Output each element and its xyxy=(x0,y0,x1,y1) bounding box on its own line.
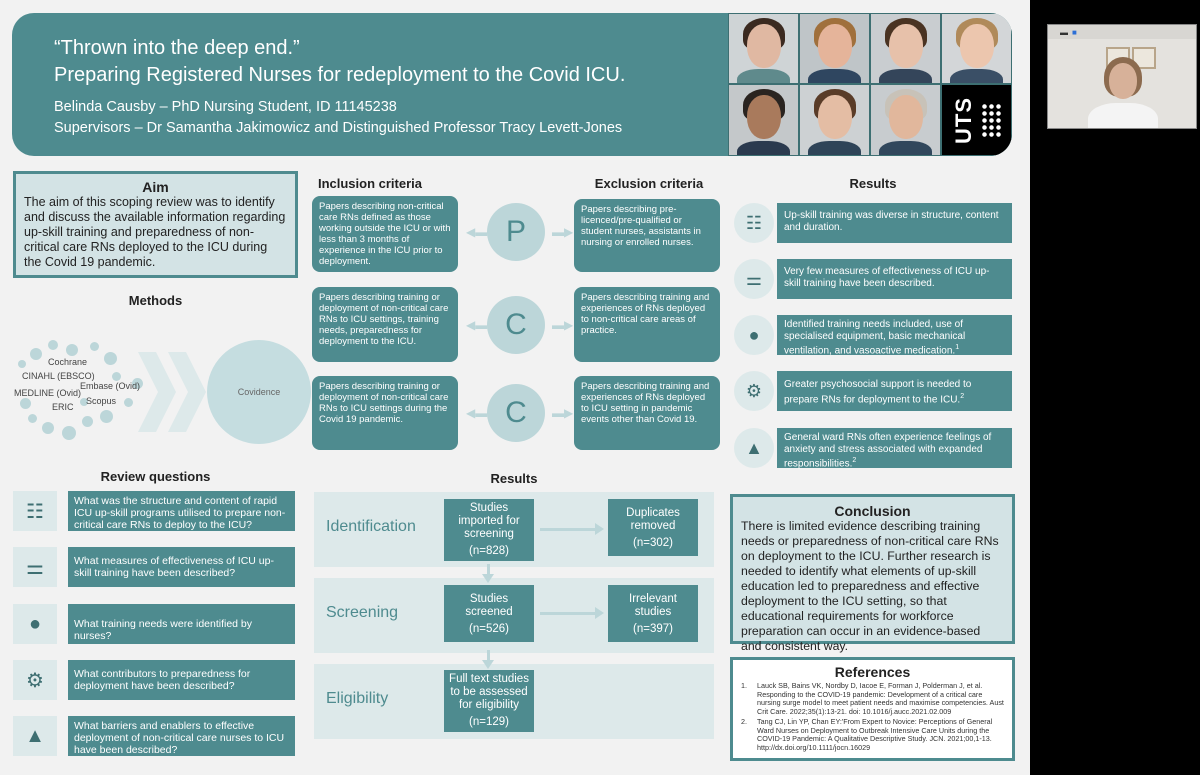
covidence-circle: Covidence xyxy=(207,340,311,444)
team-photo xyxy=(728,13,799,84)
methods-title: Methods xyxy=(128,293,183,308)
supervisors-line: Supervisors – Dr Samantha Jakimowicz and… xyxy=(54,120,623,136)
arrow-left-icon: ◀▬ xyxy=(466,225,488,239)
background-shelf xyxy=(1132,47,1156,69)
review-question: ⚙ What contributors to preparedness for … xyxy=(13,660,295,700)
exclusion-box: Papers describing pre-licenced/pre-quali… xyxy=(574,199,720,272)
arrow-right-icon: ▬▶ xyxy=(552,318,574,332)
video-toolbar: ▬ ■ xyxy=(1048,25,1196,39)
flow-box-duplicates: Duplicates removed(n=302) xyxy=(608,499,698,556)
poster-slide: “Thrown into the deep end.” Preparing Re… xyxy=(0,0,1030,775)
review-question: ● What training needs were identified by… xyxy=(13,604,295,644)
database-label: ERIC xyxy=(52,402,74,412)
poster-title-line1: “Thrown into the deep end.” xyxy=(54,37,300,59)
patient-bed-icon: ⚌ xyxy=(734,259,774,299)
conclusion-text: There is limited evidence describing tra… xyxy=(741,519,999,653)
database-label: CINAHL (EBSCO) xyxy=(22,371,95,381)
result-item: ⚌ Very few measures of effectiveness of … xyxy=(734,259,1012,299)
video-call-thumbnail[interactable]: ▬ ■ xyxy=(1047,24,1197,129)
reference-item: 2. Tang CJ, Lin YP, Chan EY:'From Expert… xyxy=(741,717,993,752)
flow-box-imported: Studies imported for screening(n=828) xyxy=(444,499,534,561)
database-label: MEDLINE (Ovid) xyxy=(14,388,82,398)
result-item: ⚙ Greater psychosocial support is needed… xyxy=(734,371,1012,411)
exclusion-box: Papers describing training and experienc… xyxy=(574,376,720,450)
team-photo xyxy=(728,84,799,156)
team-photo xyxy=(799,84,870,156)
photo-grid: UTS xyxy=(728,13,1012,156)
arrow-right-icon: ▬▶ xyxy=(552,406,574,420)
aim-text: The aim of this scoping review was to id… xyxy=(24,195,286,269)
team-photo xyxy=(870,84,941,156)
review-question: ☷ What was the structure and content of … xyxy=(13,491,295,531)
flow-title: Results xyxy=(490,471,538,486)
inclusion-box: Papers describing non-critical care RNs … xyxy=(312,196,458,272)
pcc-letter: P xyxy=(487,203,545,261)
team-photo xyxy=(941,13,1012,84)
participant-video xyxy=(1109,63,1137,99)
aim-title: Aim xyxy=(142,179,169,195)
result-item: ☷ Up-skill training was diverse in struc… xyxy=(734,203,1012,243)
references-box: References 1. Lauck SB, Bains VK, Nordby… xyxy=(730,657,1015,761)
team-icon: ● xyxy=(13,604,57,644)
conclusion-box: Conclusion There is limited evidence des… xyxy=(730,494,1015,653)
result-item: ▲ General ward RNs often experience feel… xyxy=(734,428,1012,469)
maximize-icon[interactable]: ■ xyxy=(1072,28,1077,37)
conclusion-title: Conclusion xyxy=(834,503,911,519)
head-gear-icon: ⚙ xyxy=(13,660,57,700)
uts-logo: UTS xyxy=(941,84,1012,156)
teacher-icon: ☷ xyxy=(734,203,774,243)
flow-box-irrelevant: Irrelevant studies(n=397) xyxy=(608,585,698,642)
inclusion-box: Papers describing training or deployment… xyxy=(312,376,458,450)
references-title: References xyxy=(834,664,911,680)
flow-box-full-text: Full text studies to be assessed for eli… xyxy=(444,670,534,732)
inclusion-title: Inclusion criteria xyxy=(317,176,423,191)
team-icon: ● xyxy=(734,315,774,355)
climbing-stairs-icon: ▲ xyxy=(734,428,774,468)
results-title: Results xyxy=(849,176,897,191)
climbing-stairs-icon: ▲ xyxy=(13,716,57,756)
head-gear-icon: ⚙ xyxy=(734,371,774,411)
database-label: Cochrane xyxy=(48,357,88,367)
database-label: Scopus xyxy=(86,396,117,406)
arrow-right-icon xyxy=(540,523,604,535)
arrow-right-icon: ▬▶ xyxy=(552,225,574,239)
presentation-icon: ☷ xyxy=(13,491,57,531)
poster-header: “Thrown into the deep end.” Preparing Re… xyxy=(12,13,1012,156)
team-photo xyxy=(870,13,941,84)
author-line: Belinda Causby – PhD Nursing Student, ID… xyxy=(54,99,397,115)
arrow-down-icon xyxy=(482,650,494,669)
flow-box-screened: Studies screened(n=526) xyxy=(444,585,534,642)
review-question: ▲ What barriers and enablers to effectiv… xyxy=(13,716,295,756)
arrow-right-icon xyxy=(540,607,604,619)
reference-item: 1. Lauck SB, Bains VK, Nordby D, Iacoe E… xyxy=(741,681,1004,716)
poster-title-line2: Preparing Registered Nurses for redeploy… xyxy=(54,64,626,86)
aim-box: Aim The aim of this scoping review was t… xyxy=(13,171,298,278)
exclusion-box: Papers describing training and experienc… xyxy=(574,287,720,362)
patient-bed-icon: ⚌ xyxy=(13,547,57,587)
inclusion-box: Papers describing training or deployment… xyxy=(312,287,458,362)
arrow-left-icon: ◀▬ xyxy=(466,318,488,332)
review-questions-title: Review questions xyxy=(100,469,211,484)
chevron-right-icon xyxy=(138,352,206,432)
minimize-icon[interactable]: ▬ xyxy=(1060,28,1068,37)
result-item: ● Identified training needs included, us… xyxy=(734,315,1012,356)
pcc-letter: C xyxy=(487,296,545,354)
arrow-left-icon: ◀▬ xyxy=(466,406,488,420)
review-question: ⚌ What measures of effectiveness of ICU … xyxy=(13,547,295,587)
pcc-letter: C xyxy=(487,384,545,442)
exclusion-title: Exclusion criteria xyxy=(594,176,704,191)
team-photo xyxy=(799,13,870,84)
arrow-down-icon xyxy=(482,564,494,583)
database-label: Embase (Ovid) xyxy=(80,381,141,391)
